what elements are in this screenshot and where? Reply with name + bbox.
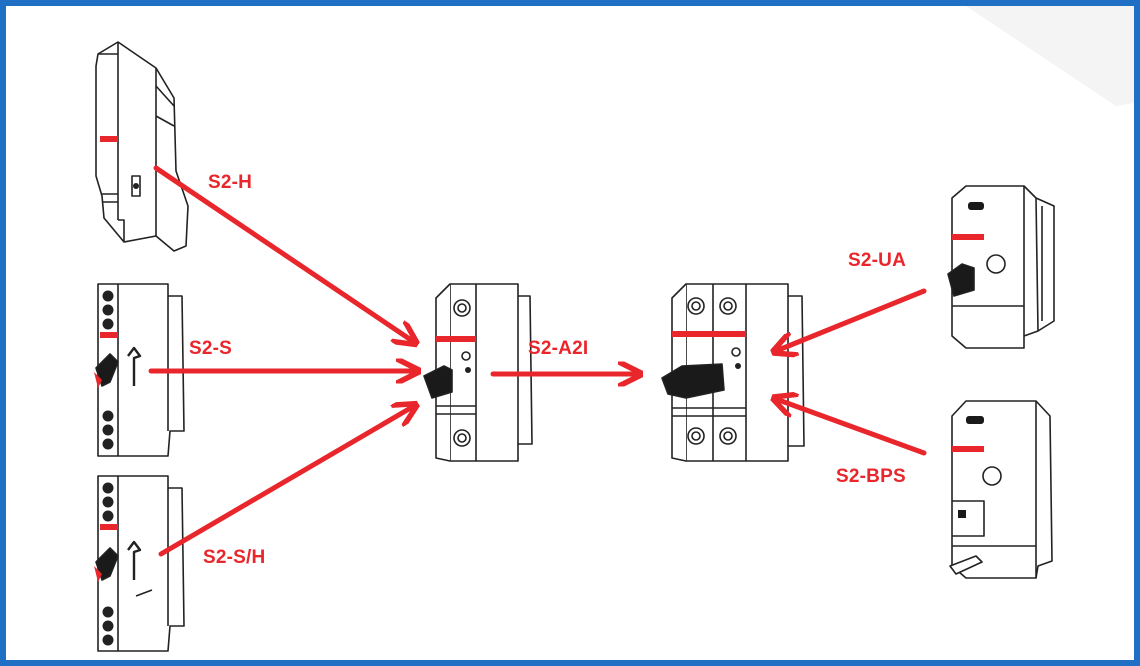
single-pole-mcb xyxy=(423,283,533,462)
label-s2-a2i: S2-A2I xyxy=(528,338,589,359)
s2-s-device xyxy=(94,283,185,457)
corner-shade xyxy=(966,6,1134,106)
label-s2-ua: S2-UA xyxy=(848,250,907,271)
label-s2-bps: S2-BPS xyxy=(836,466,906,487)
s2-sh-device xyxy=(94,475,185,652)
label-s2-s: S2-S xyxy=(189,338,233,359)
s2-h-device xyxy=(95,41,189,252)
accessory-diagram xyxy=(94,6,1134,652)
label-s2-h: S2-H xyxy=(208,172,253,193)
s2-ua-device xyxy=(947,185,1055,349)
label-s2-sh: S2-S/H xyxy=(203,547,266,568)
arrow-s2-bps xyxy=(776,399,927,456)
arrow-s2-sh xyxy=(158,406,414,557)
arrow-s2-h xyxy=(153,165,414,342)
arrow-s2-ua xyxy=(776,288,927,351)
s2-bps-device xyxy=(949,400,1053,579)
two-pole-mcb xyxy=(661,283,805,462)
